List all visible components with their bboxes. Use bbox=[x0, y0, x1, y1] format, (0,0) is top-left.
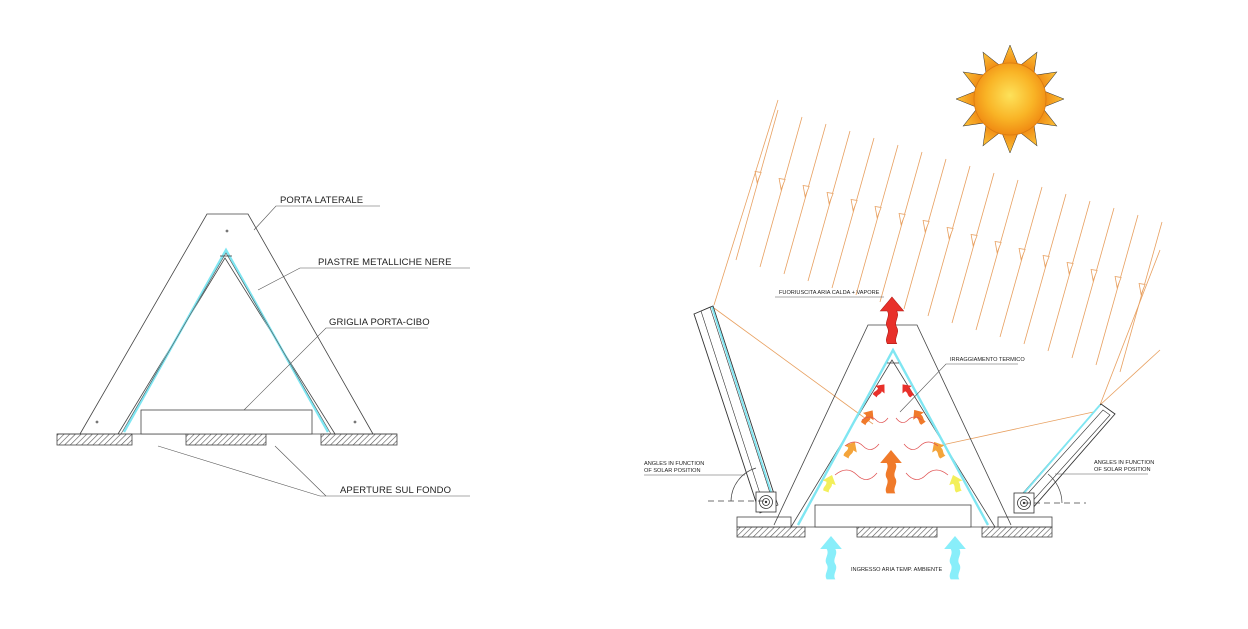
inner-frame bbox=[117, 257, 336, 435]
solar-ray bbox=[1119, 221, 1163, 373]
solar-ray bbox=[927, 165, 971, 317]
solar-ray bbox=[999, 186, 1043, 338]
solar-ray bbox=[1095, 214, 1139, 366]
angle-indicator-right bbox=[1024, 473, 1086, 504]
food-grid bbox=[814, 504, 972, 528]
black-metal-plates bbox=[122, 247, 330, 433]
solar-ray bbox=[1099, 249, 1161, 406]
left-section-diagram: PORTA LATERALE PIASTRE METALLICHE NERE G… bbox=[56, 195, 470, 497]
solar-ray-head bbox=[922, 220, 930, 233]
solar-ray bbox=[879, 151, 923, 303]
solar-ray-head bbox=[994, 241, 1002, 254]
label-porta-laterale: PORTA LATERALE bbox=[280, 195, 363, 206]
label-fuoriuscita: FUORIUSCITA ARIA CALDA + VAPORE bbox=[779, 290, 880, 296]
sun-icon bbox=[955, 44, 1065, 154]
solar-ray-head bbox=[754, 171, 762, 184]
solar-ray bbox=[783, 123, 827, 275]
base-block-left bbox=[736, 526, 806, 538]
label-angles-left-1: ANGLES IN FUNCTION bbox=[644, 461, 704, 467]
solar-ray-head bbox=[1042, 255, 1050, 268]
base-block-right bbox=[981, 526, 1053, 538]
label-aperture-fondo: APERTURE SUL FONDO bbox=[340, 485, 451, 496]
reflector-left bbox=[693, 305, 779, 514]
label-angles-left-2: OF SOLAR POSITION bbox=[644, 468, 701, 474]
base-block-left bbox=[56, 433, 133, 446]
reflected-rays bbox=[713, 307, 1161, 446]
solar-ray-head bbox=[946, 227, 954, 240]
solar-ray-head bbox=[802, 185, 810, 198]
base-block-center bbox=[185, 433, 267, 446]
solar-ray-head bbox=[778, 178, 786, 191]
inner-frame bbox=[790, 359, 996, 528]
solar-ray bbox=[975, 179, 1019, 331]
solar-ray-head bbox=[1090, 269, 1098, 282]
solar-ray-head bbox=[970, 234, 978, 247]
solar-ray bbox=[903, 158, 947, 310]
food-grid bbox=[140, 409, 313, 435]
solar-ray bbox=[855, 144, 899, 296]
solar-ray-head bbox=[850, 199, 858, 212]
label-angles-right-1: ANGLES IN FUNCTION bbox=[1094, 460, 1154, 466]
label-angles-right-2: OF SOLAR POSITION bbox=[1094, 467, 1151, 473]
outer-frame bbox=[79, 213, 374, 435]
label-irraggiamento: IRRAGGIAMENTO TERMICO bbox=[950, 357, 1025, 363]
right-section-diagram: FUORIUSCITA ARIA CALDA + VAPORE IRRAGGIA… bbox=[644, 44, 1163, 580]
solar-ray bbox=[735, 109, 779, 261]
thermal-radiation-arrows bbox=[834, 416, 949, 480]
solar-ray bbox=[831, 137, 875, 289]
hot-air-exit-arrow bbox=[879, 296, 905, 345]
solar-ray-head bbox=[1138, 283, 1146, 296]
central-warm-air-arrow bbox=[880, 450, 902, 494]
solar-ray bbox=[759, 116, 803, 268]
hinge-left bbox=[755, 491, 777, 513]
solar-rays bbox=[713, 99, 1163, 406]
solar-ray bbox=[713, 99, 779, 306]
black-metal-plates bbox=[796, 347, 990, 526]
solar-ray-head bbox=[1066, 262, 1074, 275]
solar-ray bbox=[807, 130, 851, 282]
solar-ray bbox=[1071, 207, 1115, 359]
base-block-center bbox=[856, 526, 938, 538]
solar-ray-head bbox=[1114, 276, 1122, 289]
solar-ray-head bbox=[874, 206, 882, 219]
solar-ray bbox=[1047, 200, 1091, 352]
label-griglia-porta-cibo: GRIGLIA PORTA-CIBO bbox=[329, 317, 430, 328]
solar-ray-head bbox=[898, 213, 906, 226]
solar-ray-head bbox=[1018, 248, 1026, 261]
angle-indicator-left bbox=[708, 467, 766, 502]
solar-ray bbox=[1023, 193, 1067, 345]
label-ingresso-aria: INGRESSO ARIA TEMP. AMBIENTE bbox=[851, 567, 942, 573]
base-block-right bbox=[320, 433, 398, 446]
solar-ray bbox=[951, 172, 995, 324]
label-piastre-metalliche: PIASTRE METALLICHE NERE bbox=[318, 257, 452, 268]
solar-ray-head bbox=[826, 192, 834, 205]
